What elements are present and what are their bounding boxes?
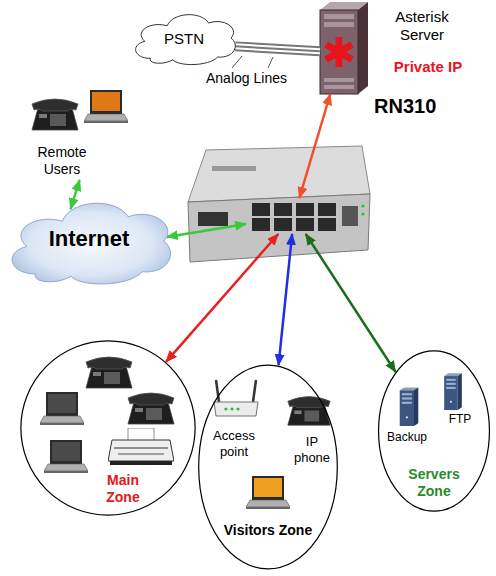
laptop-icon: [40, 392, 84, 425]
cloud-label: PSTN: [128, 30, 240, 48]
zone-label: Visitors Zone: [198, 522, 338, 539]
pstn-cloud: PSTN: [128, 4, 240, 72]
device-label: Backup: [380, 430, 434, 444]
device-label: FTP: [436, 412, 484, 426]
zone-outline: [198, 364, 338, 570]
line-label: Analog Lines: [206, 70, 316, 87]
connector-line: [235, 46, 320, 51]
connector-line: [70, 180, 79, 209]
connector-line: [235, 46, 320, 51]
connector: [70, 180, 79, 209]
connector: [167, 224, 246, 237]
internet-cloud: Internet: [0, 186, 178, 296]
asterisk-server-picture: [320, 2, 368, 94]
connector: [235, 46, 320, 51]
connector-line: [167, 224, 246, 237]
laptop-icon: [84, 90, 128, 123]
server-node: Asterisk ServerPrivate IP: [320, 2, 368, 94]
connector-line: [299, 94, 330, 198]
zone-ellipse: Main Zone: [20, 340, 196, 516]
device-model: RN310: [374, 94, 464, 118]
ellipse-shape: [379, 351, 490, 511]
printer-icon: [108, 428, 174, 465]
connector: [299, 94, 330, 198]
group-label: Remote Users: [20, 144, 104, 178]
main-zone-icons: [40, 357, 174, 473]
phone-icon: [32, 99, 78, 130]
connector-line: [166, 234, 278, 362]
server-name: Asterisk Server: [376, 8, 468, 44]
router-picture: [188, 146, 370, 262]
server-icon: [400, 387, 419, 426]
remote-user-icons: [32, 90, 128, 130]
connector-line: [279, 234, 293, 365]
ellipse-shape: [21, 341, 195, 515]
zone-label: Main Zone: [98, 472, 148, 506]
leader-line: [232, 56, 273, 68]
access-point-icon: [214, 380, 258, 416]
cloud-label: Internet: [0, 226, 178, 252]
zone-ellipse: BackupFTP Servers Zone: [378, 350, 490, 512]
router-node: RN310: [246, 198, 342, 234]
server-icon: [444, 373, 462, 410]
laptop-icon: [246, 476, 290, 509]
zone-label: Servers Zone: [394, 466, 474, 500]
laptop-icon: [44, 440, 88, 473]
user-group: Remote Users: [18, 86, 108, 180]
connector: [166, 234, 278, 362]
server-note: Private IP: [376, 58, 480, 76]
phone-icon: [288, 397, 330, 426]
ellipse-shape: [199, 365, 338, 569]
phone-icon: [86, 357, 132, 388]
connector-line: [306, 234, 396, 372]
connector: [306, 234, 396, 372]
zone-ellipse: Access point IP phoneVisitors Zone: [198, 364, 338, 570]
phone-icon: [128, 393, 174, 424]
device-label: Access point: [202, 428, 266, 459]
connector-line: [235, 46, 320, 51]
device-label: IP phone: [290, 434, 334, 465]
connector: [279, 234, 293, 365]
